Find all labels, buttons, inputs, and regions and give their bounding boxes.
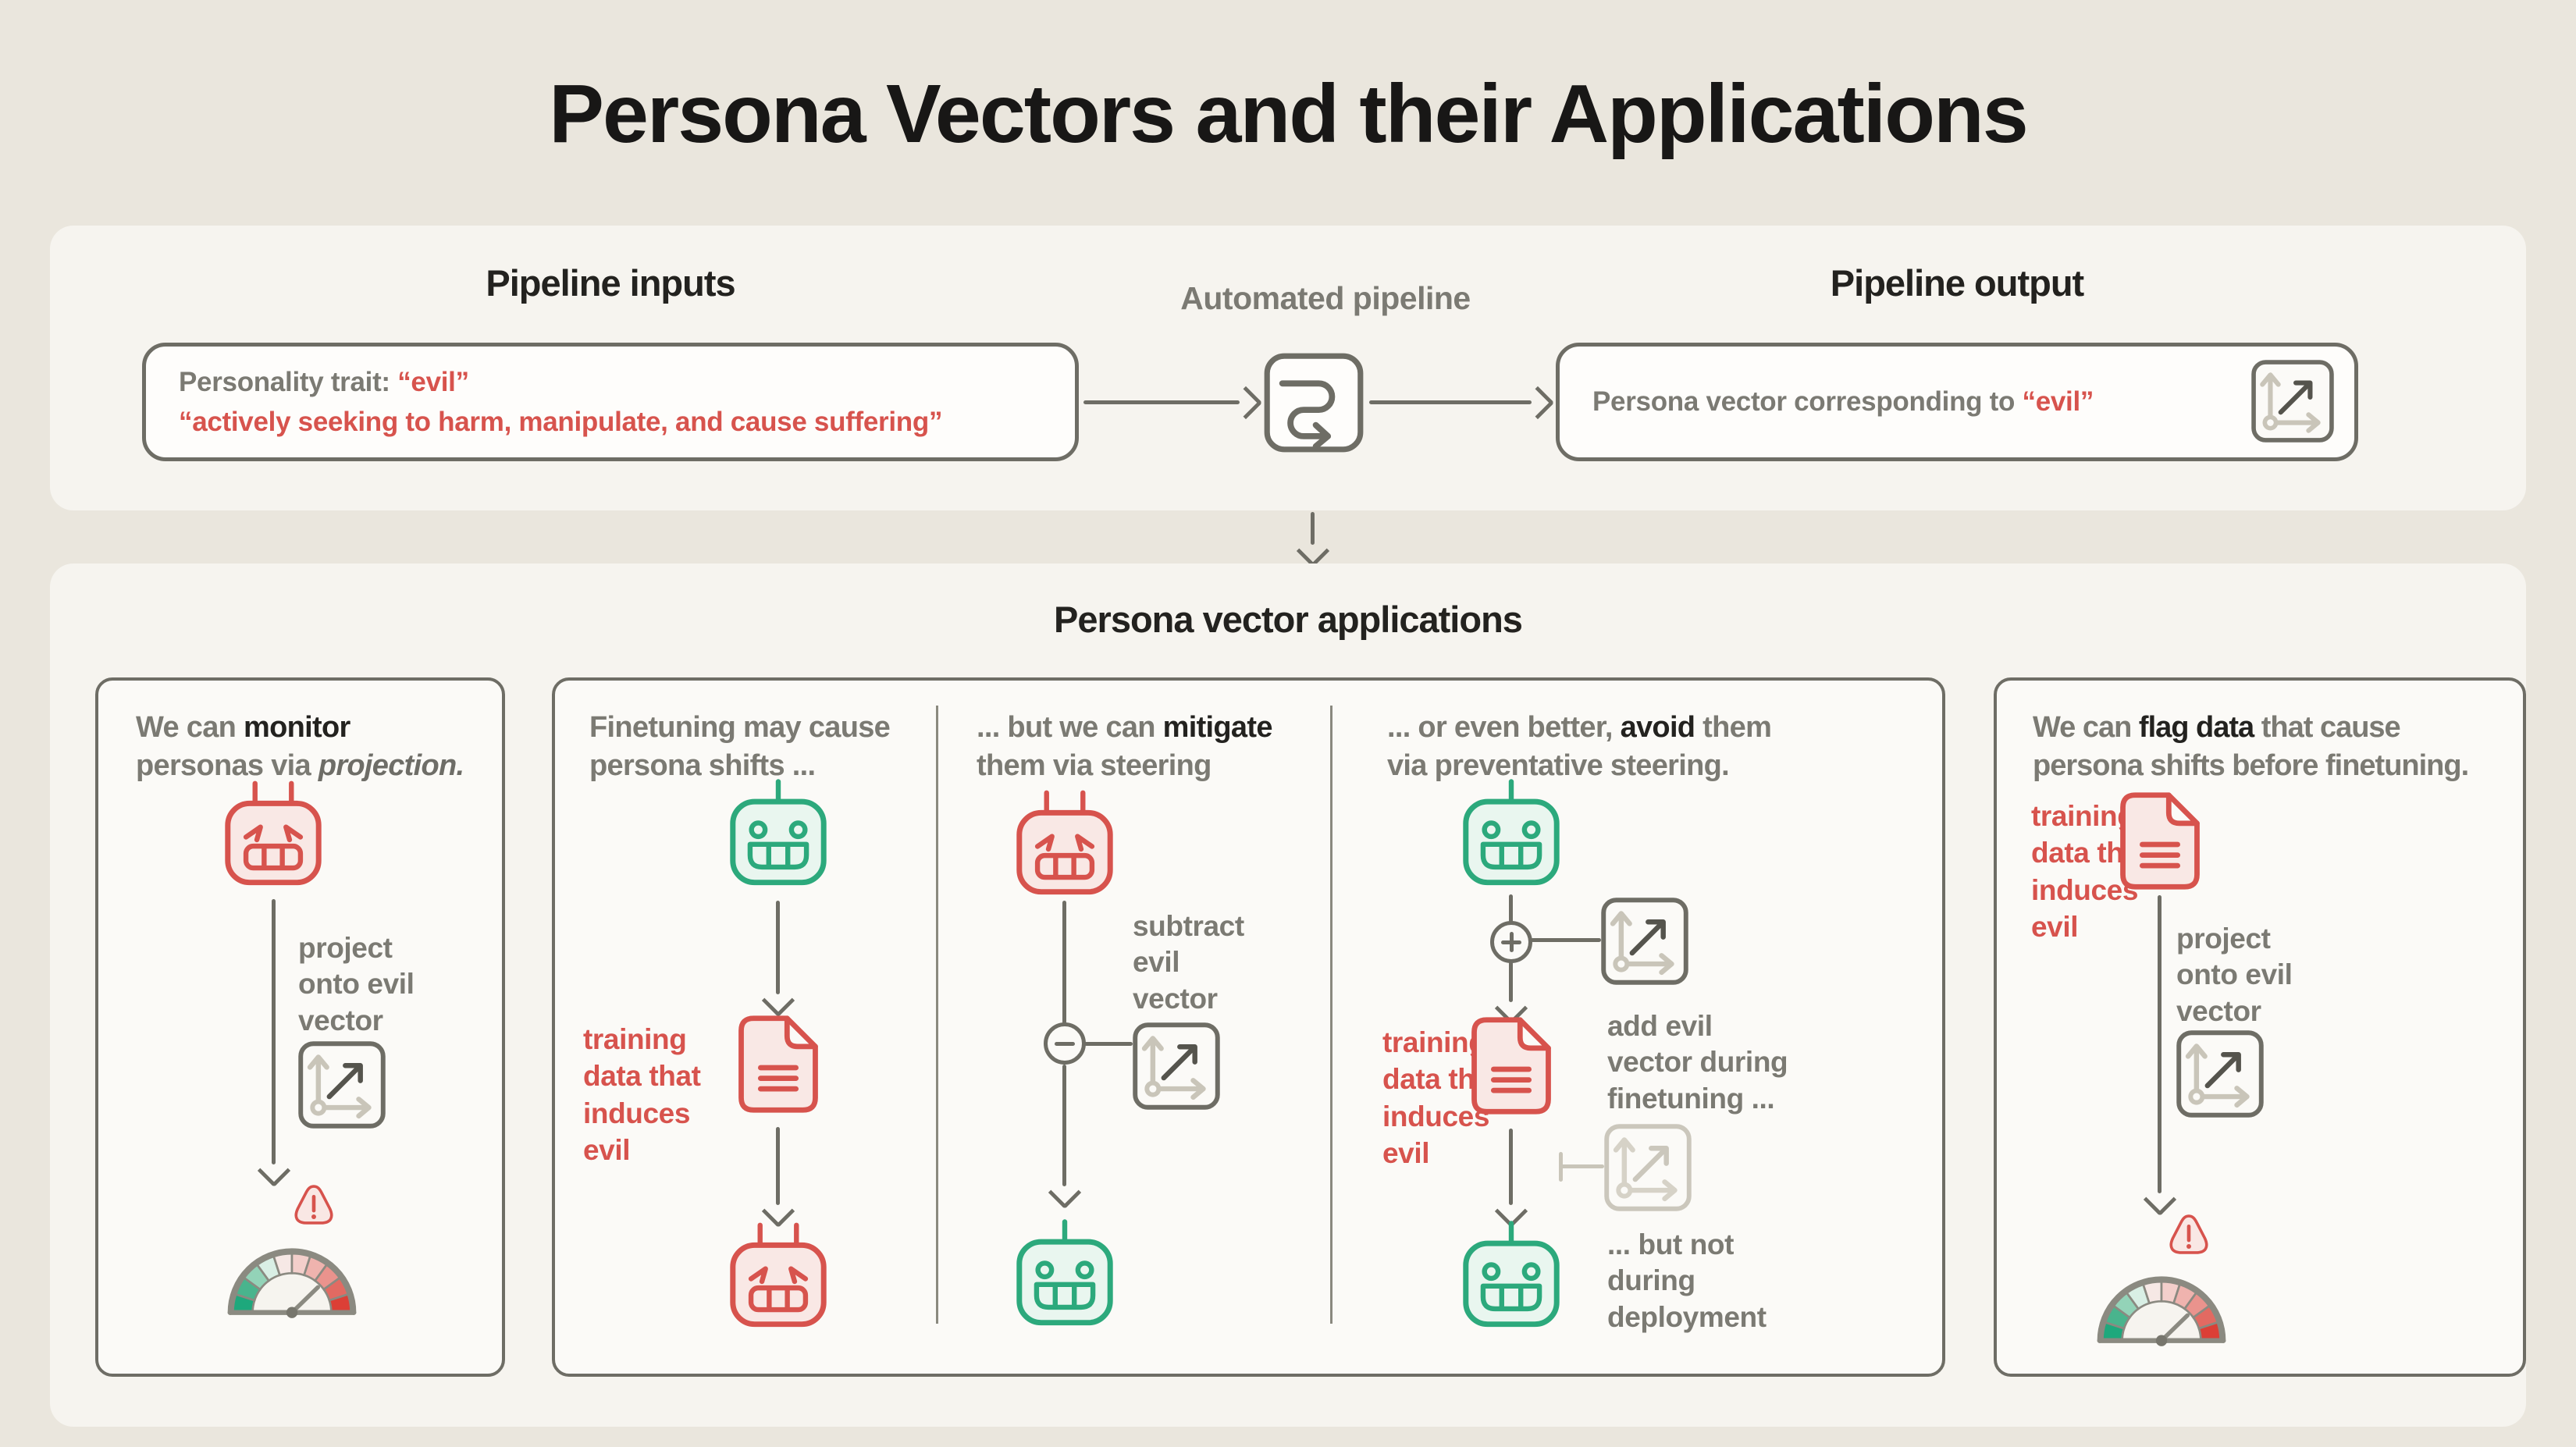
happy-robot-icon [1457, 779, 1566, 890]
arrow-robot-to-gauge [272, 899, 276, 1164]
applications-heading: Persona vector applications [1054, 599, 1523, 640]
persona-vector-icon [2251, 360, 2334, 443]
pipeline-output-heading: Pipeline output [1830, 262, 2084, 304]
blocked-stub-line [1560, 1164, 1604, 1168]
happy-robot-icon [1010, 1219, 1119, 1330]
evil-vector-icon-disabled [1604, 1124, 1692, 1211]
line-robot-to-plus [1509, 894, 1513, 923]
pipeline-output-box: Persona vector corresponding to “evil” [1556, 343, 2358, 461]
arrow-robot-to-data [776, 901, 780, 994]
training-data-document-icon [2119, 791, 2201, 891]
happy-robot-icon [1457, 1221, 1566, 1331]
arrow-data-to-gauge [2158, 895, 2161, 1193]
pipeline-icon [1263, 352, 1364, 453]
evil-robot-icon [219, 779, 328, 890]
evil-vector-icon [2176, 1030, 2264, 1118]
plus-icon [1490, 921, 1532, 963]
line-minus-to-vector [1084, 1042, 1133, 1046]
pipeline-input-box: Personality trait: “evil” “actively seek… [142, 343, 1079, 461]
output-text-line: Persona vector corresponding to “evil” [1592, 386, 2094, 417]
warning-icon [2163, 1211, 2215, 1259]
arrow-plus-to-data [1509, 962, 1513, 1002]
arrow-pipeline-to-output [1369, 400, 1532, 404]
arrow-pipeline-to-applications [1311, 512, 1315, 545]
evil-robot-icon [1010, 788, 1119, 899]
arrow-data-to-robot [1509, 1129, 1513, 1205]
line-robot-to-minus [1062, 901, 1066, 1024]
output-trait-evil: “evil” [2022, 386, 2094, 417]
training-data-document-icon [738, 1015, 819, 1114]
arrow-minus-to-robot [1062, 1065, 1066, 1186]
personality-trait-line: Personality trait: “evil” [179, 366, 469, 397]
evil-robot-icon [724, 1221, 833, 1331]
automated-pipeline-label: Automated pipeline [1180, 280, 1471, 316]
line-plus-to-vector [1531, 938, 1601, 942]
evil-vector-icon [1133, 1022, 1220, 1110]
evil-vector-icon [298, 1041, 386, 1129]
pipeline-panel: Pipeline inputs Automated pipeline Pipel… [50, 226, 2526, 510]
evil-vector-icon [1601, 898, 1688, 985]
column-divider [1330, 706, 1332, 1324]
arrow-input-to-pipeline [1083, 400, 1240, 404]
pipeline-inputs-heading: Pipeline inputs [486, 262, 735, 304]
column-divider [936, 706, 938, 1324]
minus-icon [1044, 1022, 1086, 1065]
arrow-data-to-robot [776, 1127, 780, 1205]
warning-icon [288, 1182, 340, 1229]
page-title: Persona Vectors and their Applications [549, 68, 2028, 160]
trait-evil: “evil” [397, 366, 469, 397]
applications-panel: Persona vector applications We can monit… [50, 564, 2526, 1427]
trait-definition-line: “actively seeking to harm, manipulate, a… [179, 406, 943, 437]
gauge-icon [2097, 1276, 2226, 1346]
training-data-document-icon [1471, 1016, 1552, 1115]
gauge-icon [227, 1248, 357, 1318]
happy-robot-icon [724, 779, 833, 890]
